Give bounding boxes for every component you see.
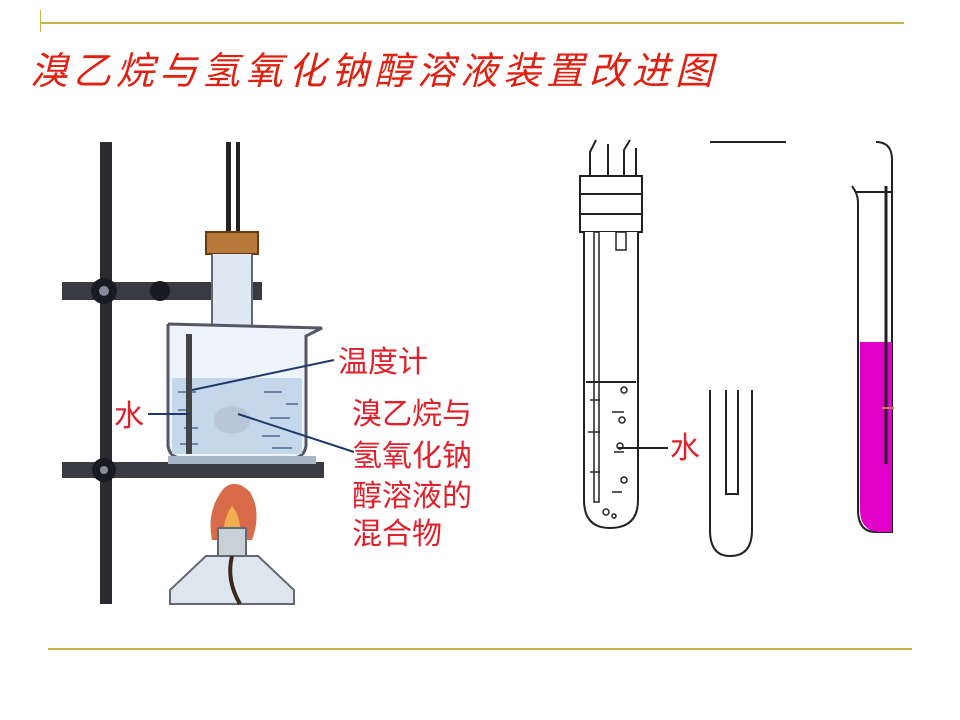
label-mixture: 溴乙烷与 氢氧化钠 醇溶液的 混合物 <box>352 397 472 552</box>
slide-title: 溴乙烷与氢氧化钠醇溶液装置改进图 <box>30 49 719 93</box>
stopper <box>205 231 259 255</box>
burner-neck <box>217 527 247 557</box>
large-test-tube <box>583 232 639 530</box>
middle-inner-tube <box>725 390 739 495</box>
wire-gauze-support <box>62 462 324 478</box>
label-mixture-line-3: 醇溶液的 <box>352 479 472 514</box>
left-apparatus: 温度计 水 溴乙烷与 氢氧化钠 醇溶液的 混合物 <box>62 142 472 606</box>
upper-clamp-screw <box>150 281 170 301</box>
right-test-tube-outline <box>851 141 893 533</box>
label-mixture-line-4: 混合物 <box>352 517 442 552</box>
thermometer-bulb-stem <box>186 334 192 454</box>
label-mixture-line-2: 氢氧化钠 <box>352 439 472 474</box>
inner-thermometer <box>593 231 600 503</box>
middle-test-tube <box>709 390 753 558</box>
tube-mixture <box>214 406 250 434</box>
bottom-rule <box>48 648 912 650</box>
top-rule <box>40 22 904 24</box>
right-apparatus: 水 <box>579 139 894 558</box>
label-thermometer: 温度计 <box>338 345 428 380</box>
thermometer-top <box>226 142 231 282</box>
top-rule-tick <box>40 10 41 32</box>
label-water-right: 水 <box>670 431 700 466</box>
wire-gauze <box>168 456 316 464</box>
label-mixture-line-1: 溴乙烷与 <box>352 397 472 432</box>
thermometer-leader <box>191 359 335 391</box>
label-water-left: 水 <box>114 399 144 434</box>
magenta-liquid <box>860 342 892 532</box>
mixture-leader <box>237 413 355 453</box>
stand-rod <box>100 142 112 604</box>
right-stopper <box>579 175 643 233</box>
